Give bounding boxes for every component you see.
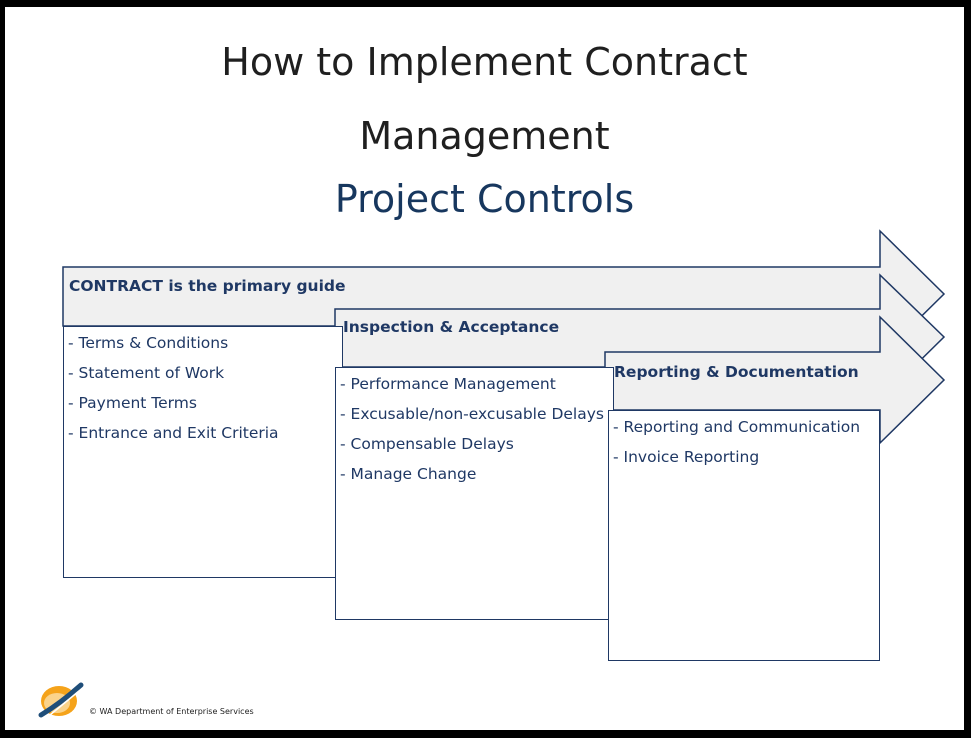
list-item: - Excusable/non-excusable Delays <box>340 404 604 423</box>
des-logo-icon <box>38 682 84 720</box>
list-item: - Manage Change <box>340 464 477 483</box>
title-line-2: Management <box>359 114 610 158</box>
list-item: - Payment Terms <box>68 393 197 412</box>
list-item: - Compensable Delays <box>340 434 514 453</box>
title-line-1: How to Implement Contract <box>221 40 748 84</box>
list-item: - Performance Management <box>340 375 556 393</box>
list-item: - Invoice Reporting <box>613 447 760 466</box>
title-line-3: Project Controls <box>334 177 635 221</box>
stage-reporting-box: - Reporting and Communication - Invoice … <box>608 410 880 661</box>
stage-contract-box: - Terms & Conditions - Statement of Work… <box>63 326 343 578</box>
footer-copyright: © WA Department of Enterprise Services <box>89 707 254 716</box>
stage-reporting-heading: Reporting & Documentation <box>614 363 859 381</box>
list-item: - Terms & Conditions <box>68 334 229 352</box>
list-item: - Reporting and Communication <box>613 418 861 436</box>
list-item: - Entrance and Exit Criteria <box>68 423 279 442</box>
stage-inspection-box: - Performance Management - Excusable/non… <box>335 367 614 620</box>
stage-contract-heading: CONTRACT is the primary guide <box>69 277 346 295</box>
list-item: - Statement of Work <box>68 363 225 382</box>
stage-inspection-heading: Inspection & Acceptance <box>343 318 560 336</box>
